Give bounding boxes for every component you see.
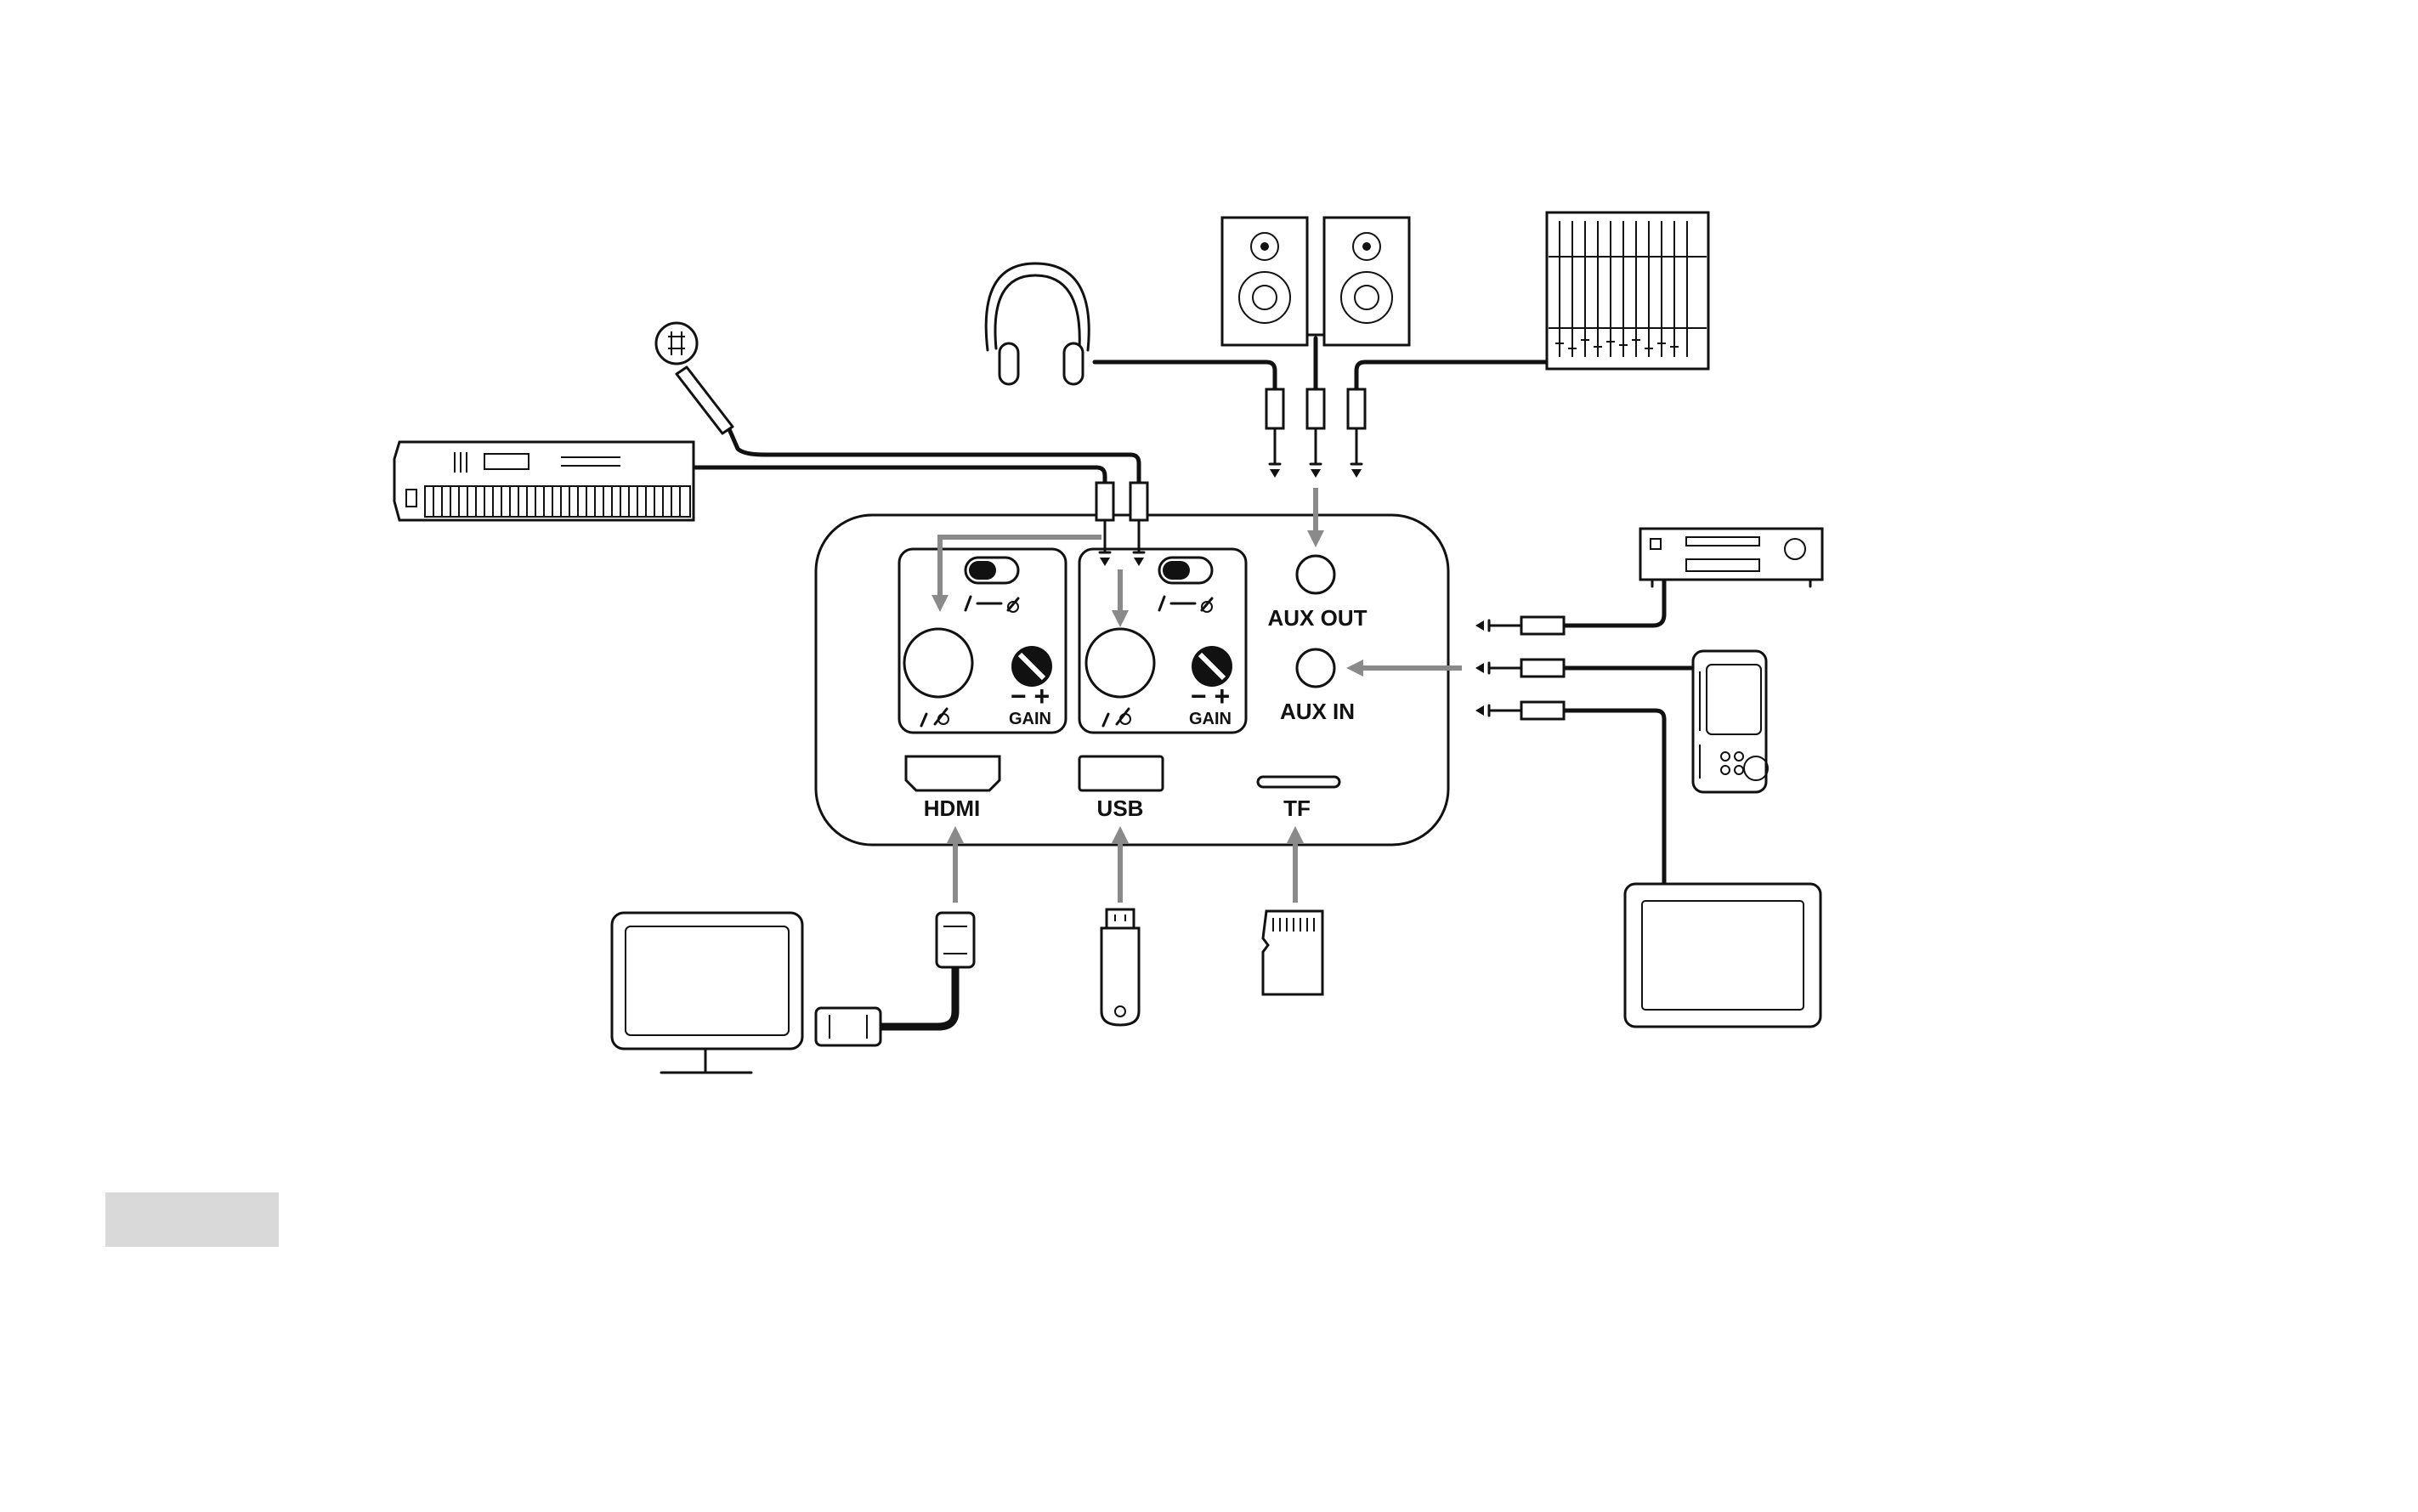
gain-label-1: GAIN: [1009, 710, 1051, 728]
microphone-icon: [656, 323, 733, 433]
hdmi-label: HDMI: [924, 796, 980, 821]
hdmi-cable-icon: [816, 913, 974, 1045]
portable-player-icon: [1693, 651, 1768, 792]
mixer-cable: [1356, 362, 1547, 389]
usb-drive-icon: [1101, 909, 1139, 1025]
jack-plug-icon: [1307, 389, 1324, 478]
jack-plug-icon: [1348, 389, 1365, 478]
jack-plug-icon: [1475, 702, 1564, 719]
cd-player-icon: [1640, 529, 1822, 586]
gain-minus-plus-1: − +: [1011, 681, 1050, 711]
aux-in-label: AUX IN: [1280, 699, 1355, 724]
sd-card-icon: [1263, 911, 1322, 994]
usb-label: USB: [1097, 796, 1144, 821]
gain-label-2: GAIN: [1189, 710, 1232, 728]
jack-plug-icon: [1475, 660, 1564, 677]
gain-minus-plus-2: − +: [1191, 681, 1230, 711]
tf-slot[interactable]: [1258, 777, 1339, 787]
aux-in-jack[interactable]: [1297, 649, 1334, 687]
hdmi-port[interactable]: [906, 756, 999, 790]
headphones-cable: [1095, 362, 1275, 389]
jack-plug-icon: [1266, 389, 1283, 478]
speaker-icon: [1222, 218, 1307, 345]
usb-port[interactable]: [1079, 756, 1163, 790]
microphone-cable: [729, 429, 1139, 483]
keyboard-icon: [394, 442, 694, 520]
tablet-cable: [1564, 711, 1664, 884]
combo-input-jack-2[interactable]: [1086, 629, 1154, 697]
speaker-icon: [1324, 218, 1409, 345]
tablet-icon: [1625, 884, 1821, 1027]
aux-out-jack[interactable]: [1297, 556, 1334, 593]
mixer-icon: [1547, 212, 1708, 369]
tf-label: TF: [1283, 796, 1311, 821]
cd-player-cable: [1564, 580, 1664, 626]
combo-input-jack-1[interactable]: [904, 629, 972, 697]
monitor-icon: [612, 913, 802, 1073]
aux-out-label: AUX OUT: [1268, 605, 1368, 631]
headphones-icon: [986, 263, 1089, 384]
keyboard-cable: [695, 467, 1105, 483]
grey-label-box: [105, 1192, 279, 1247]
jack-plug-icon: [1475, 617, 1564, 634]
